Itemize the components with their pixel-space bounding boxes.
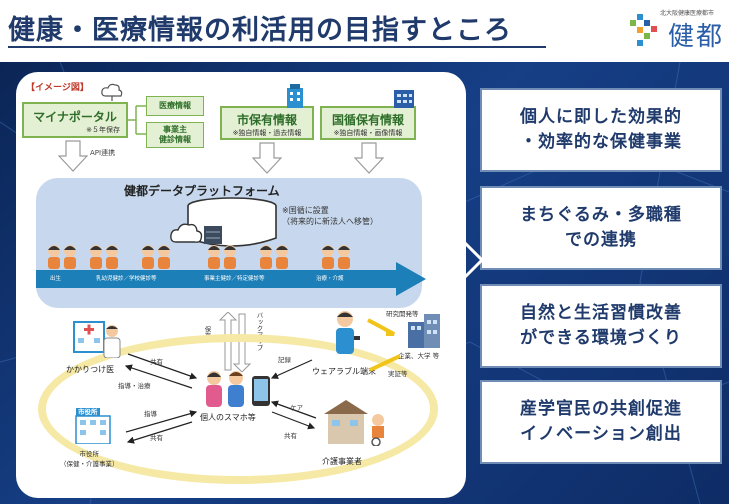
share-label-care: 共有 [284, 432, 297, 440]
platform-note-line-1: ※国循に設置 [282, 206, 329, 215]
city-hall-label-1: 市役所 [79, 450, 100, 458]
employer-info-label-1: 事業主 [163, 125, 187, 134]
logo-subtitle: 北大阪健康医療都市 [660, 10, 715, 17]
mynaportal-box: マイナポータル ※５年保存 [22, 102, 128, 138]
research-label: 研究開発等 [386, 310, 419, 318]
city-insurance-note: ※独自情報・過去情報 [232, 129, 302, 137]
goal-box-4: 産学官民の共創促進 イノベーション創出 [480, 380, 722, 464]
goal-text-2: まちぐるみ・多職種 での連携 [520, 205, 682, 250]
kokuho-label: 国循保有情報 [331, 113, 404, 127]
mynaportal-label: マイナポータル [33, 110, 117, 124]
goal-box-2: まちぐるみ・多職種 での連携 [480, 186, 722, 270]
goal-box-1: 個人に即した効果的 ・効率的な保健事業 [480, 88, 722, 172]
hospital-building-icon [394, 90, 414, 108]
down-arrow-city [252, 142, 282, 174]
family-doctor-label: かかりつけ医 [66, 365, 115, 374]
city-hall-icon [75, 408, 111, 444]
care-provider-label: 介護事業者 [322, 457, 362, 466]
employer-info-label-2: 健診情報 [159, 135, 191, 144]
city-hall-sign: 市役所 [78, 408, 98, 416]
care-label: ケア [290, 404, 303, 412]
kokuho-box: 国循保有情報 ※独自情報・画像情報 [320, 106, 416, 140]
api-link-label: API連携 [90, 149, 116, 157]
backup-label: バックアップ [255, 312, 263, 351]
doctor-icon [103, 325, 121, 358]
logo-text: 健都 [668, 22, 725, 52]
life-stage-people [48, 245, 350, 269]
guide-treat-label: 指導・治療 [118, 382, 151, 390]
wearable-label: ウェアラブル端末 [312, 367, 376, 376]
database-cloud-icon [170, 197, 277, 247]
city-insurance-box: 市保有情報 ※独自情報・過去情報 [220, 106, 314, 140]
page-title: 健康・医療情報の利活用の目指すところ [8, 15, 512, 46]
kokuho-note: ※独自情報・画像情報 [333, 129, 403, 137]
platform-note-line-2: （将来的に新法人へ移管） [282, 217, 378, 226]
platform-title: 健都データプラットフォーム [124, 184, 280, 198]
mynaportal-note: ※５年保存 [86, 126, 120, 134]
image-label: 【イメージ図】 [26, 83, 89, 93]
city-hall-label-2: （保健・介護事業） [60, 460, 119, 468]
life-stage-arrow [36, 262, 426, 296]
share-label-doctor: 共有 [150, 358, 163, 366]
diagram-panel: 【イメージ図】 マイナポータル ※５年保存 医療情報 事業主 健診情報 市保有情… [16, 72, 466, 498]
goal-box-3: 自然と生活習慣改善 ができる環境づくり [480, 284, 722, 368]
save-label: 保存 [203, 326, 211, 339]
city-building-icon [287, 84, 303, 108]
bracket-connector [128, 105, 146, 135]
medical-info-label: 医療情報 [159, 101, 191, 110]
care-network-ellipse [38, 334, 438, 484]
city-hall-label: 市役所 （保健・介護事業） [60, 448, 119, 468]
company-building-icon [408, 314, 440, 348]
smartphone-users-icon [206, 371, 270, 407]
goal-text-1: 個人に即した効果的 ・効率的な保健事業 [520, 107, 682, 152]
record-label: 記録 [278, 356, 291, 364]
stage-care: 治療・介護 [316, 276, 344, 282]
city-insurance-label: 市保有情報 [236, 113, 297, 127]
network-edge-arrows [124, 318, 401, 444]
care-facility-icon [324, 400, 384, 446]
wearable-person-icon [336, 311, 360, 354]
guide-label: 指導 [144, 410, 157, 418]
stage-child-checkup: 乳幼児健診／学校健診等 [96, 276, 157, 282]
goal-text-3: 自然と生活習慣改善 ができる環境づくり [520, 303, 682, 348]
logo-icon [630, 14, 657, 46]
clinic-icon [73, 321, 105, 353]
cloud-icon [101, 83, 123, 101]
employer-info-box: 事業主 健診情報 [146, 122, 204, 148]
down-arrow-myna [58, 140, 88, 172]
demo-label: 実証等 [388, 370, 408, 378]
down-arrow-kokuho [354, 142, 384, 174]
goal-text-4: 産学官民の共創促進 イノベーション創出 [520, 399, 682, 444]
title-underline [8, 46, 546, 48]
platform-note: ※国循に設置 （将来的に新法人へ移管） [282, 205, 378, 227]
share-label-city: 共有 [150, 434, 163, 442]
medical-info-box: 医療情報 [146, 96, 204, 116]
company-label: 企業、大学 等 [398, 352, 440, 360]
stage-adult-checkup: 事業主健診／特定健診等 [204, 276, 265, 282]
header: 健康・医療情報の利活用の目指すところ 北大阪健康医療都市 健都 [0, 0, 729, 62]
stage-birth: 出生 [50, 276, 62, 282]
goals-connector-arrow [462, 240, 484, 280]
smartphone-label: 個人のスマホ等 [200, 413, 256, 422]
